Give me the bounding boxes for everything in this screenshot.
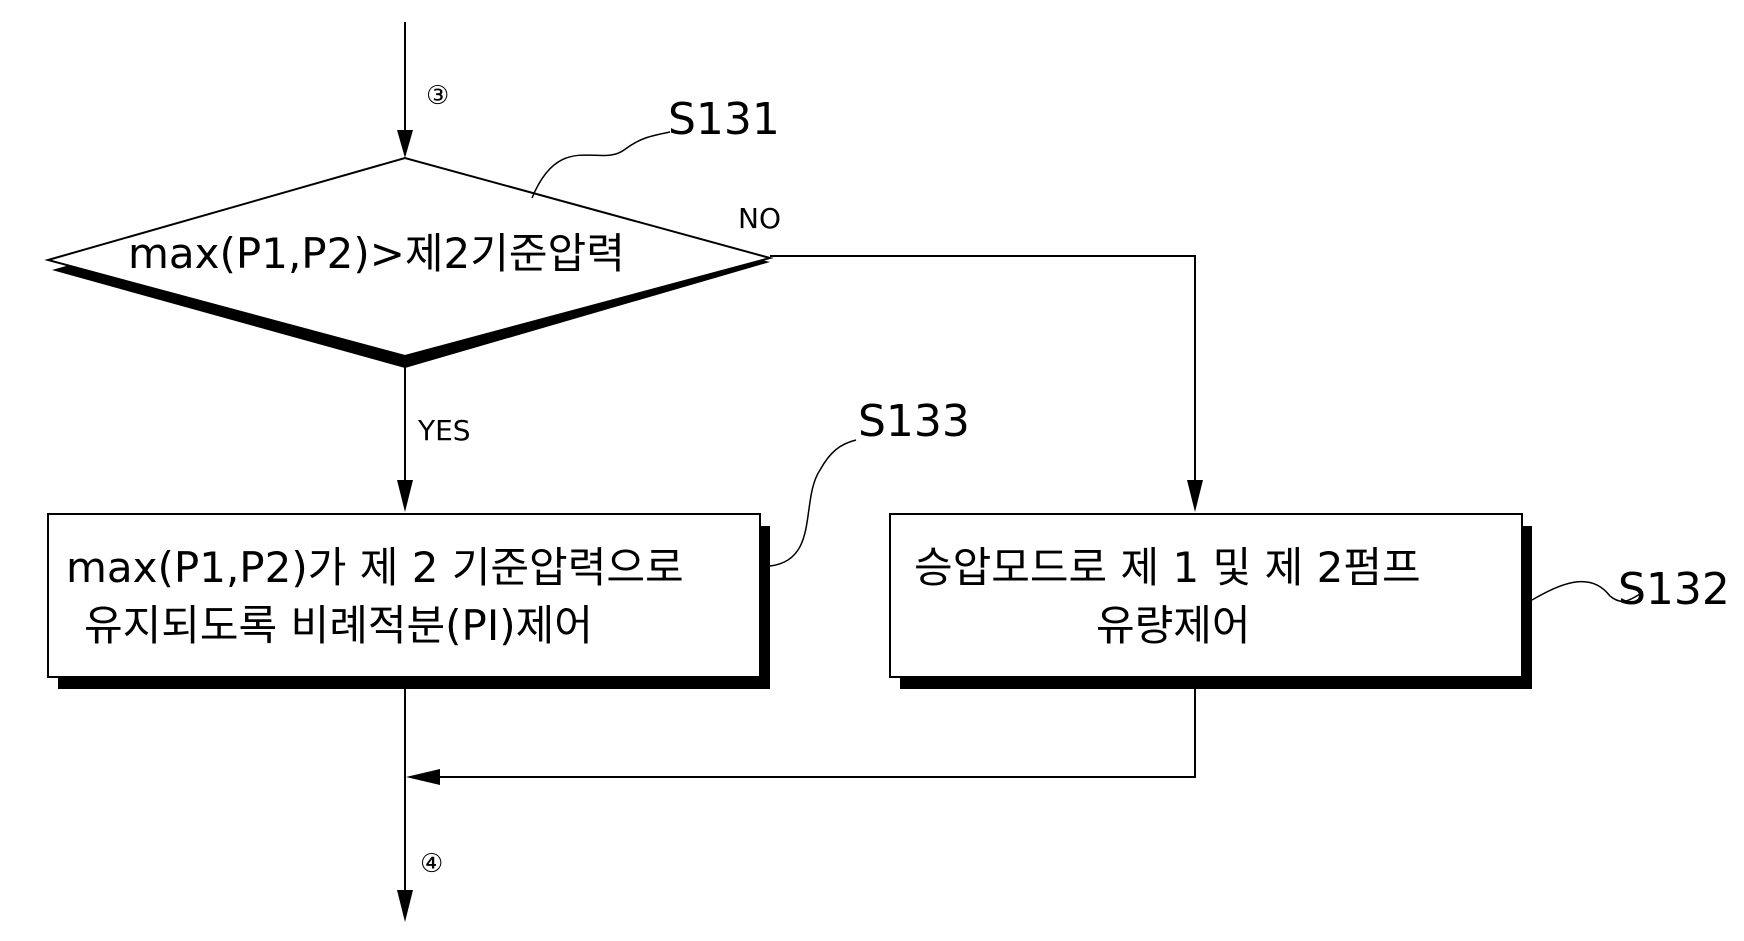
connector-top: ③	[426, 81, 449, 111]
s132-text-line1: 승압모드로 제 1 및 제 2펌프	[914, 543, 1421, 592]
merge-arrowhead	[406, 769, 440, 785]
exit-arrowhead	[397, 890, 413, 922]
s132-text-line2: 유량제어	[1096, 601, 1251, 650]
yes-branch-arrowhead	[397, 480, 413, 512]
s133-ref: S133	[858, 396, 970, 447]
s132-return-line	[430, 689, 1195, 777]
no-branch-arrowhead	[1187, 480, 1203, 512]
s132-box	[890, 514, 1522, 677]
entry-arrowhead	[397, 130, 413, 158]
yes-label: YES	[417, 414, 471, 447]
s133-text-line1: max(P1,P2)가 제 2 기준압력으로	[66, 543, 684, 592]
s131-ref: S131	[668, 94, 780, 145]
s133-leader	[770, 440, 856, 566]
s133-box	[48, 514, 760, 677]
s131-leader	[532, 132, 670, 198]
connector-bottom: ④	[420, 849, 443, 879]
no-branch-line	[770, 256, 1195, 492]
s133-text-line2: 유지되도록 비례적분(PI)제어	[84, 601, 593, 650]
no-label: NO	[738, 202, 781, 235]
s132-ref: S132	[1618, 564, 1730, 615]
decision-condition: max(P1,P2)>제2기준압력	[128, 229, 625, 278]
